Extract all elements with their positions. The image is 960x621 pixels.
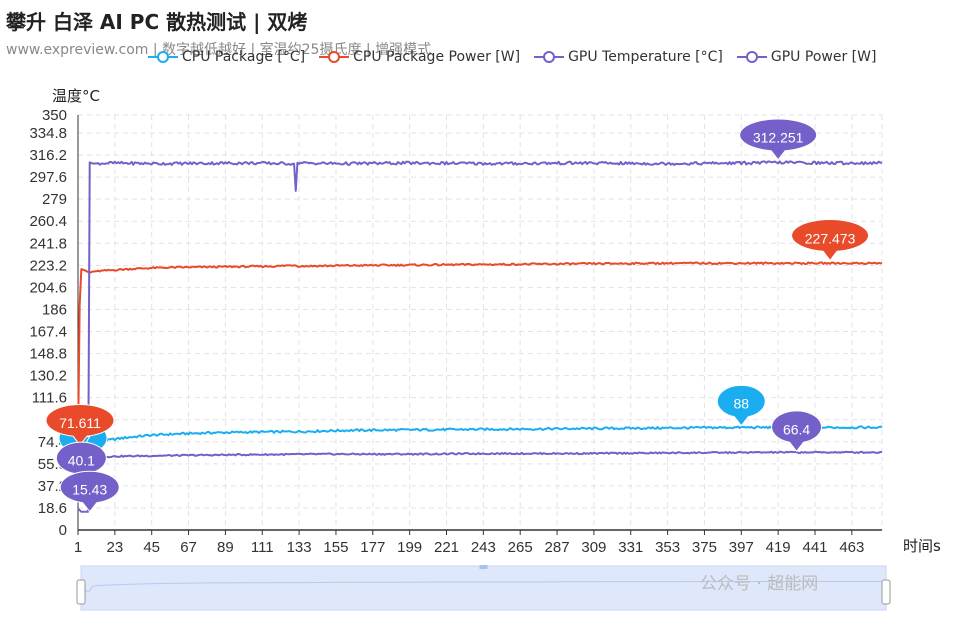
marker-label: 71.611 [59,415,101,431]
x-tick-label: 111 [251,539,274,556]
x-tick-label: 177 [360,539,385,556]
x-tick-label: 23 [107,539,124,556]
x-tick-label: 375 [692,539,717,556]
marker-pin[interactable]: 40.1 [55,441,107,484]
marker-pin[interactable]: 312.251 [739,118,818,161]
x-tick-label: 463 [839,539,864,556]
y-tick-label: 297.6 [29,169,67,186]
x-tick-label: 133 [287,539,312,556]
legend-swatch-cpu-power [319,51,350,63]
series-line-0 [78,425,883,464]
y-tick-label: 111.6 [32,390,67,407]
marker-label: 312.251 [753,130,804,146]
x-tick-label: 45 [143,539,160,556]
legend-label-cpu-power: CPU Package Power [W] [353,49,521,65]
legend-item-cpu-package[interactable]: CPU Package [°C] [148,49,305,65]
legend-label-gpu-temperature: GPU Temperature [°C] [568,49,723,65]
y-tick-label: 18.6 [38,500,67,517]
marker-label: 66.4 [783,421,810,437]
x-tick-label: 353 [655,539,680,556]
y-tick-label: 167.4 [29,324,67,341]
y-tick-label: 148.8 [29,346,67,363]
marker-shape [716,384,766,427]
watermark: 公众号 · 超能网 [700,574,819,594]
zoom-handle-left[interactable] [76,579,86,605]
zoom-handle-right[interactable] [881,579,891,605]
y-tick-label: 204.6 [29,279,67,296]
marker-shape [45,403,115,446]
zoom-track [80,565,887,611]
y-tick-label: 260.4 [29,213,67,230]
marker-pin[interactable]: 227.473 [791,219,870,262]
legend-item-cpu-power[interactable]: CPU Package Power [W] [319,49,520,65]
x-tick-label: 265 [508,539,533,556]
x-tick-label: 1 [74,539,82,556]
x-tick-label: 441 [802,539,827,556]
marker-shape [59,470,120,513]
marker-label: 15.43 [72,482,107,498]
x-tick-label: 89 [217,539,234,556]
chart-subtitle: www.expreview.com | 数字越低越好 | 室温约25摄氏度 | … [6,42,432,58]
chart-title: 攀升 白泽 AI PC 散热测试 | 双烤 [6,10,308,34]
x-tick-label: 221 [434,539,459,556]
marker-pin[interactable]: 71.611 [45,403,115,446]
zoom-move-handle[interactable] [479,565,488,569]
legend-swatch-gpu-power [736,51,767,63]
marker-shape [771,410,823,453]
legend-swatch-gpu-temperature [534,51,565,63]
legend-label-gpu-power: GPU Power [W] [770,49,877,65]
x-tick-label: 199 [397,539,422,556]
marker-pin[interactable]: 66.4 [771,410,823,453]
y-tick-label: 223.2 [29,257,67,274]
legend-label-cpu-package: CPU Package [°C] [182,49,306,65]
legend-swatch-cpu-package [148,51,178,63]
y-tick-label: 279 [42,191,67,208]
x-tick-label: 243 [471,539,496,556]
legend-item-gpu-power[interactable]: GPU Power [W] [736,49,877,65]
marker-pin[interactable]: 88 [716,384,766,427]
legend-item-gpu-temperature[interactable]: GPU Temperature [°C] [534,49,723,65]
x-tick-label: 67 [180,539,197,556]
x-tick-label: 419 [766,539,791,556]
marker-shape [791,219,870,262]
x-axis-label: 时间s [903,537,941,555]
x-tick-label: 397 [729,539,754,556]
x-tick-label: 331 [618,539,643,556]
marker-shape [739,118,818,161]
y-tick-label: 186 [42,301,67,318]
marker-label: 88 [734,396,750,412]
y-axis-label: 温度°C [52,87,100,105]
x-tick-label: 309 [581,539,606,556]
zoom-preview-line [81,581,886,592]
series-line-2 [78,450,883,484]
y-tick-label: 350 [42,107,67,124]
grid [77,114,883,531]
marker-pin[interactable]: 15.43 [59,470,120,513]
y-tick-label: 241.8 [29,235,67,252]
legend: CPU Package [°C] CPU Package Power [W] G… [148,49,876,65]
series-line-3 [77,160,883,513]
y-tick-label: 0 [59,522,67,539]
y-tick-label: 130.2 [29,368,67,385]
y-tick-label: 37.2 [38,478,67,495]
data-zoom-slider[interactable] [76,565,891,611]
marker-shape [55,441,107,484]
x-tick-label: 287 [545,539,570,556]
y-tick-label: 316.2 [29,147,67,164]
marker-label: 40.1 [68,452,95,468]
x-tick-label: 155 [323,539,348,556]
y-tick-label: 334.8 [29,125,67,142]
series-line-1 [77,261,883,445]
marker-label: 227.473 [805,230,856,246]
